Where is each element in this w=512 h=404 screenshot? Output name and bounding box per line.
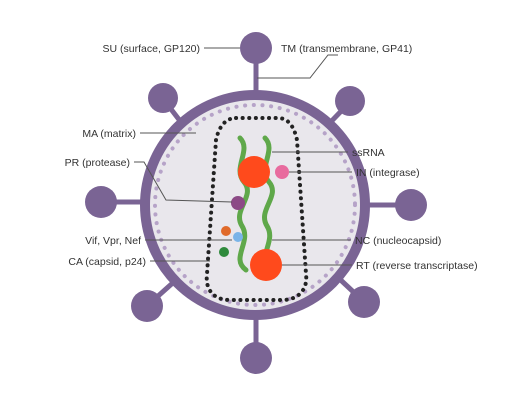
- protease-protein: [231, 196, 245, 210]
- label-nc: NC (nucleocapsid): [355, 235, 441, 247]
- label-pr: PR (protease): [65, 157, 130, 169]
- reverse-transcriptase-upper: [238, 156, 270, 188]
- leader-lines: [134, 47, 352, 266]
- integrase-protein: [275, 165, 289, 179]
- spike-head-right: [395, 189, 427, 221]
- spike-head-top-left: [148, 83, 178, 113]
- spike-head-bottom: [240, 342, 272, 374]
- label-vif: Vif, Vpr, Nef: [85, 235, 141, 247]
- viral-envelope: [140, 90, 370, 320]
- reverse-transcriptase-lower: [250, 249, 282, 281]
- label-ssrna: ssRNA: [352, 147, 385, 159]
- label-ca: CA (capsid, p24): [68, 256, 146, 268]
- spike-head-top-right: [335, 86, 365, 116]
- leader-pr: [134, 161, 233, 203]
- nef-protein: [219, 247, 229, 257]
- label-tm: TM (transmembrane, GP41): [281, 43, 412, 55]
- spike-head-bottom-left: [131, 290, 163, 322]
- label-in: IN (integrase): [356, 167, 420, 179]
- vpr-protein: [233, 232, 243, 242]
- spike-head-top: [240, 32, 272, 64]
- label-ma: MA (matrix): [82, 128, 136, 140]
- capsid-dot-outline: [204, 116, 309, 302]
- matrix-dot-ring: [153, 103, 357, 307]
- spike-head-bottom-right: [348, 286, 380, 318]
- spike-head-left: [85, 186, 117, 218]
- label-rt: RT (reverse transcriptase): [356, 260, 478, 272]
- vif-protein: [221, 226, 231, 236]
- label-su: SU (surface, GP120): [103, 43, 200, 55]
- envelope-spike-heads: [85, 32, 427, 374]
- leader-tm: [257, 54, 338, 79]
